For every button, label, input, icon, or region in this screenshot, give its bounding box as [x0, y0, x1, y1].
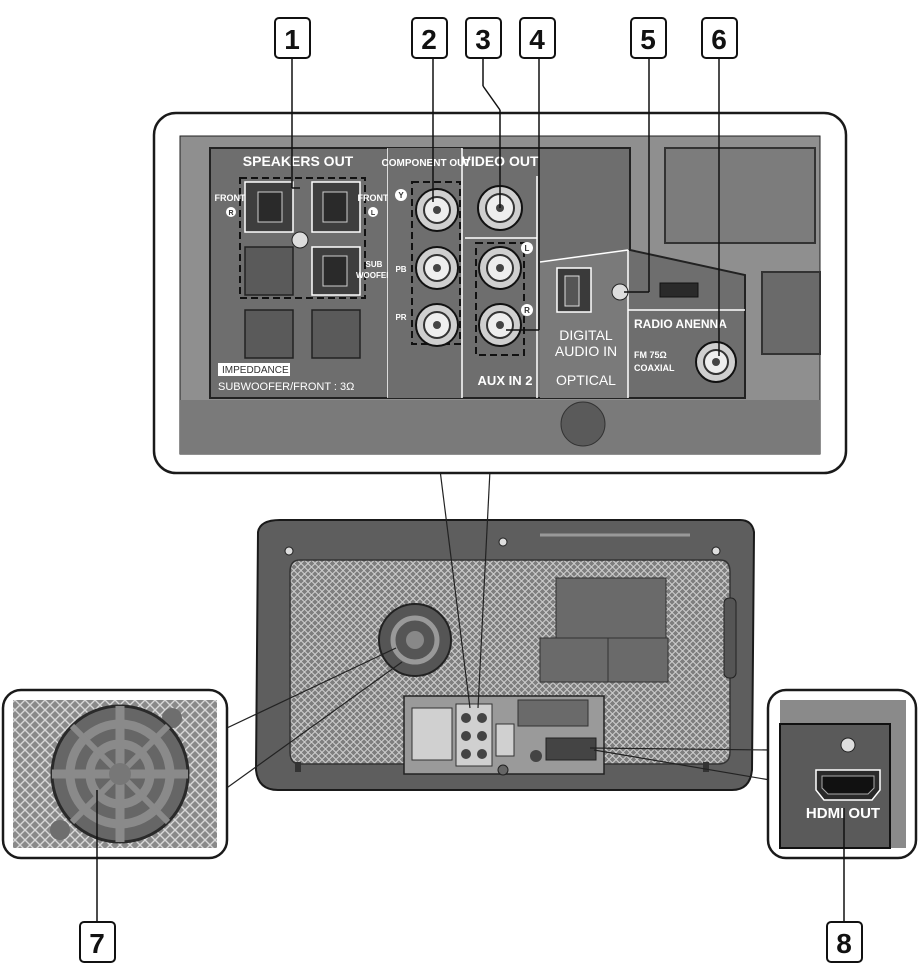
cooling-fan-icon: [50, 704, 190, 844]
svg-text:6: 6: [711, 24, 727, 55]
woofer-label: WOOFER: [356, 271, 392, 280]
leader-lines: [96, 58, 845, 922]
svg-text:1: 1: [284, 24, 300, 55]
speakers-out-label: SPEAKERS OUT: [243, 153, 354, 169]
component-jacks: [415, 188, 459, 347]
pb-label: PB: [395, 265, 406, 274]
callout-8: 8: [826, 921, 863, 963]
front-right-label: FRONT: [215, 193, 246, 203]
hdmi-inset: HDMI OUT: [766, 688, 918, 860]
optical-label: OPTICAL: [556, 372, 616, 388]
callout-3: 3: [465, 17, 502, 59]
y-label: Y: [398, 191, 404, 200]
callout-7: 7: [79, 921, 116, 963]
hdmi-port-icon: [815, 769, 881, 801]
digital-label: DIGITAL: [559, 327, 613, 343]
svg-text:7: 7: [89, 928, 105, 959]
svg-text:4: 4: [529, 24, 545, 55]
callout-2: 2: [411, 17, 448, 59]
connector-panel-inset: SPEAKERS OUT FRONT R FRONT L SUB WOOFER …: [152, 111, 848, 475]
audio-in-label: AUDIO IN: [555, 343, 617, 359]
front-left-label: FRONT: [358, 193, 389, 203]
pr-label: PR: [395, 313, 406, 322]
fm-label: FM 75Ω: [634, 350, 667, 360]
aux-in-2-label: AUX IN 2: [478, 373, 533, 388]
impedance-label: IMPEDDANCE: [222, 365, 289, 376]
callout-6: 6: [701, 17, 738, 59]
aux-right-marker: R: [524, 306, 530, 315]
hdmi-out-label: HDMI OUT: [806, 805, 880, 822]
left-marker: L: [371, 210, 376, 217]
callout-1: 1: [274, 17, 311, 59]
svg-text:8: 8: [836, 928, 852, 959]
coaxial-label: COAXIAL: [634, 363, 675, 373]
fan-inset: [1, 688, 229, 860]
svg-text:5: 5: [640, 24, 656, 55]
right-marker: R: [228, 210, 233, 217]
sub-label: SUB: [366, 260, 383, 269]
impedance-value: SUBWOOFER/FRONT : 3Ω: [218, 381, 354, 393]
callout-5: 5: [630, 17, 667, 59]
component-out-label: COMPONENT OUT: [382, 158, 471, 169]
device-rear-body: [254, 519, 756, 791]
aux-left-marker: L: [525, 244, 530, 253]
radio-antenna-label: RADIO ANENNA: [634, 317, 727, 331]
svg-text:2: 2: [421, 24, 437, 55]
svg-text:3: 3: [475, 24, 491, 55]
callout-4: 4: [519, 17, 556, 59]
